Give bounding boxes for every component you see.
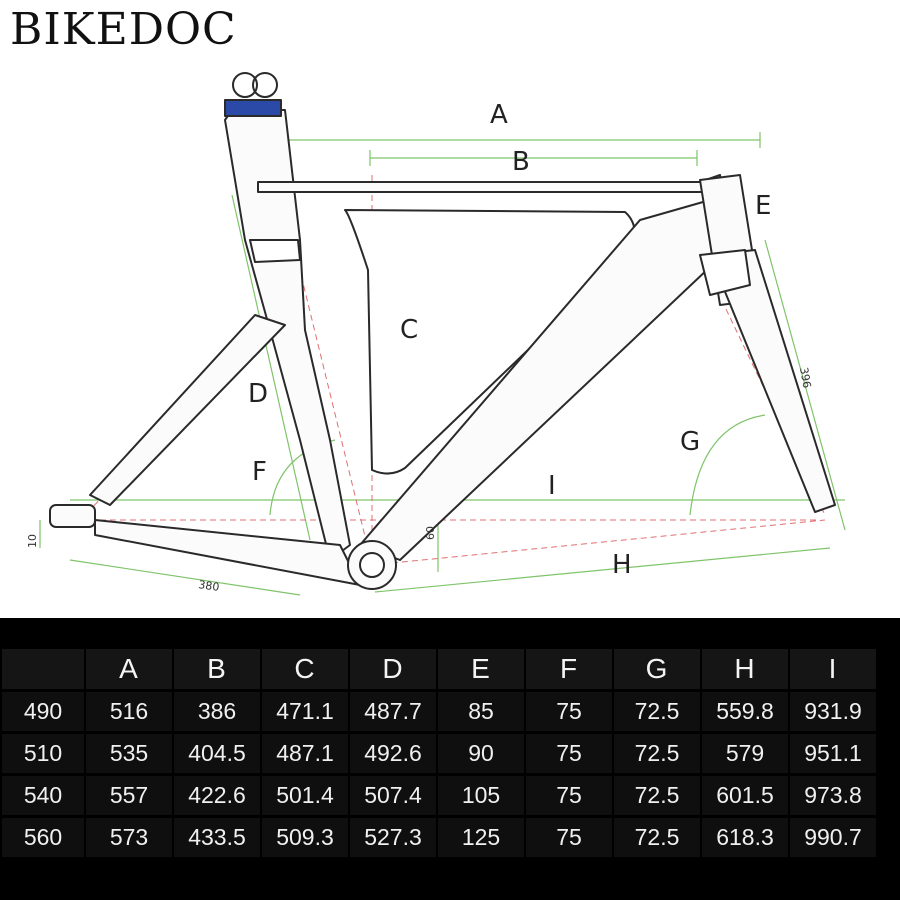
value-cell: 72.5 — [614, 818, 700, 857]
value-cell: 90 — [438, 734, 524, 773]
chain-stay — [94, 519, 361, 586]
value-cell: 487.1 — [262, 734, 348, 773]
header-i: I — [790, 649, 876, 689]
header-a: A — [86, 649, 172, 689]
dim-label-10: 10 — [26, 534, 39, 548]
value-cell: 125 — [438, 818, 524, 857]
value-cell: 75 — [526, 692, 612, 731]
top-tube — [257, 174, 723, 193]
header-f: F — [526, 649, 612, 689]
rear-dropout — [49, 504, 96, 528]
value-cell: 509.3 — [262, 818, 348, 857]
value-cell: 105 — [438, 776, 524, 815]
size-cell: 560 — [2, 818, 84, 857]
value-cell: 618.3 — [702, 818, 788, 857]
table-header-row: A B C D E F G H I — [2, 649, 876, 689]
value-cell: 72.5 — [614, 776, 700, 815]
value-cell: 85 — [438, 692, 524, 731]
label-f: F — [252, 457, 267, 487]
header-e: E — [438, 649, 524, 689]
value-cell: 579 — [702, 734, 788, 773]
frame-geometry-diagram: A B C D E F G H I 380 396 60 10 — [26, 72, 846, 596]
value-cell: 973.8 — [790, 776, 876, 815]
header-h: H — [702, 649, 788, 689]
value-cell: 404.5 — [174, 734, 260, 773]
value-cell: 557 — [86, 776, 172, 815]
label-d: D — [248, 379, 268, 409]
label-c: C — [400, 315, 418, 345]
value-cell: 527.3 — [350, 818, 436, 857]
value-cell: 492.6 — [350, 734, 436, 773]
value-cell: 601.5 — [702, 776, 788, 815]
dim-label-380: 380 — [198, 578, 221, 594]
label-b: B — [512, 147, 530, 177]
header-g: G — [614, 649, 700, 689]
down-tube — [359, 199, 729, 561]
value-cell: 386 — [174, 692, 260, 731]
label-g: G — [680, 427, 700, 457]
dim-line-h — [374, 547, 831, 593]
value-cell: 559.8 — [702, 692, 788, 731]
header-size — [2, 649, 84, 689]
value-cell: 471.1 — [262, 692, 348, 731]
label-h: H — [612, 550, 632, 580]
dim-label-396: 396 — [797, 366, 813, 389]
value-cell: 422.6 — [174, 776, 260, 815]
value-cell: 951.1 — [790, 734, 876, 773]
dim-line-fork — [764, 239, 846, 531]
value-cell: 72.5 — [614, 692, 700, 731]
value-cell: 72.5 — [614, 734, 700, 773]
value-cell: 75 — [526, 818, 612, 857]
header-c: C — [262, 649, 348, 689]
value-cell: 931.9 — [790, 692, 876, 731]
dim-line-380 — [69, 559, 301, 596]
value-cell: 75 — [526, 776, 612, 815]
value-cell: 433.5 — [174, 818, 260, 857]
value-cell: 487.7 — [350, 692, 436, 731]
dim-label-60: 60 — [424, 526, 437, 540]
label-e: E — [755, 191, 771, 221]
value-cell: 573 — [86, 818, 172, 857]
value-cell: 75 — [526, 734, 612, 773]
label-i: I — [548, 471, 556, 501]
value-cell: 501.4 — [262, 776, 348, 815]
size-cell: 540 — [2, 776, 84, 815]
size-cell: 510 — [2, 734, 84, 773]
brand-logo: BIKEDOC — [10, 4, 237, 55]
value-cell: 516 — [86, 692, 172, 731]
header-b: B — [174, 649, 260, 689]
size-cell: 490 — [2, 692, 84, 731]
value-cell: 535 — [86, 734, 172, 773]
label-a: A — [490, 100, 508, 130]
seat-stay — [89, 314, 286, 506]
value-cell: 507.4 — [350, 776, 436, 815]
value-cell: 990.7 — [790, 818, 876, 857]
header-d: D — [350, 649, 436, 689]
